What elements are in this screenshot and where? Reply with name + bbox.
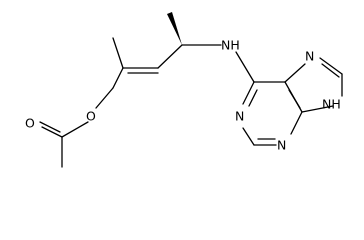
- stereo-wedge-bond: [167, 12, 182, 45]
- bond-ester-oxygen-ch2: [95, 87, 114, 109]
- chemical-structure-diagram: O O NH N N N NH: [25, 12, 343, 168]
- bond-alkene-chiral: [157, 44, 183, 69]
- bond-c5-n7: [284, 63, 306, 83]
- bond-c-methyl: [112, 37, 124, 69]
- bond-n7-c8-a: [319, 57, 343, 75]
- purine-ring: [242, 57, 343, 146]
- atom-imidazole-nh: NH: [322, 97, 341, 112]
- bond-n7-c8-b: [321, 63, 340, 78]
- bond-inner-c5-c4: [288, 89, 301, 109]
- bond-carbonyl-ester-oxygen: [61, 121, 89, 138]
- bond-c4-n3: [290, 111, 303, 135]
- atom-purine-n3: N: [277, 138, 286, 153]
- butenyl-chain: [112, 37, 222, 89]
- acetate-group: [39, 87, 114, 168]
- bond-n9-c4: [301, 105, 334, 113]
- atom-amine-nh: NH: [221, 38, 240, 53]
- atom-imidazole-n7: N: [305, 49, 314, 64]
- atom-ester-oxygen: O: [86, 109, 96, 124]
- bond-inner-c6-n1: [248, 89, 258, 107]
- atom-purine-n1: N: [235, 109, 244, 124]
- atom-carbonyl-oxygen: O: [25, 116, 35, 131]
- bond-carbonyl-oxygen-a: [41, 126, 63, 138]
- bond-ch2-c-alkene: [112, 67, 124, 89]
- bond-n1-c6: [242, 81, 255, 105]
- bond-carbonyl-oxygen-b: [39, 121, 61, 133]
- bond-c2-n1: [242, 127, 255, 146]
- bond-amine-c6: [235, 51, 255, 83]
